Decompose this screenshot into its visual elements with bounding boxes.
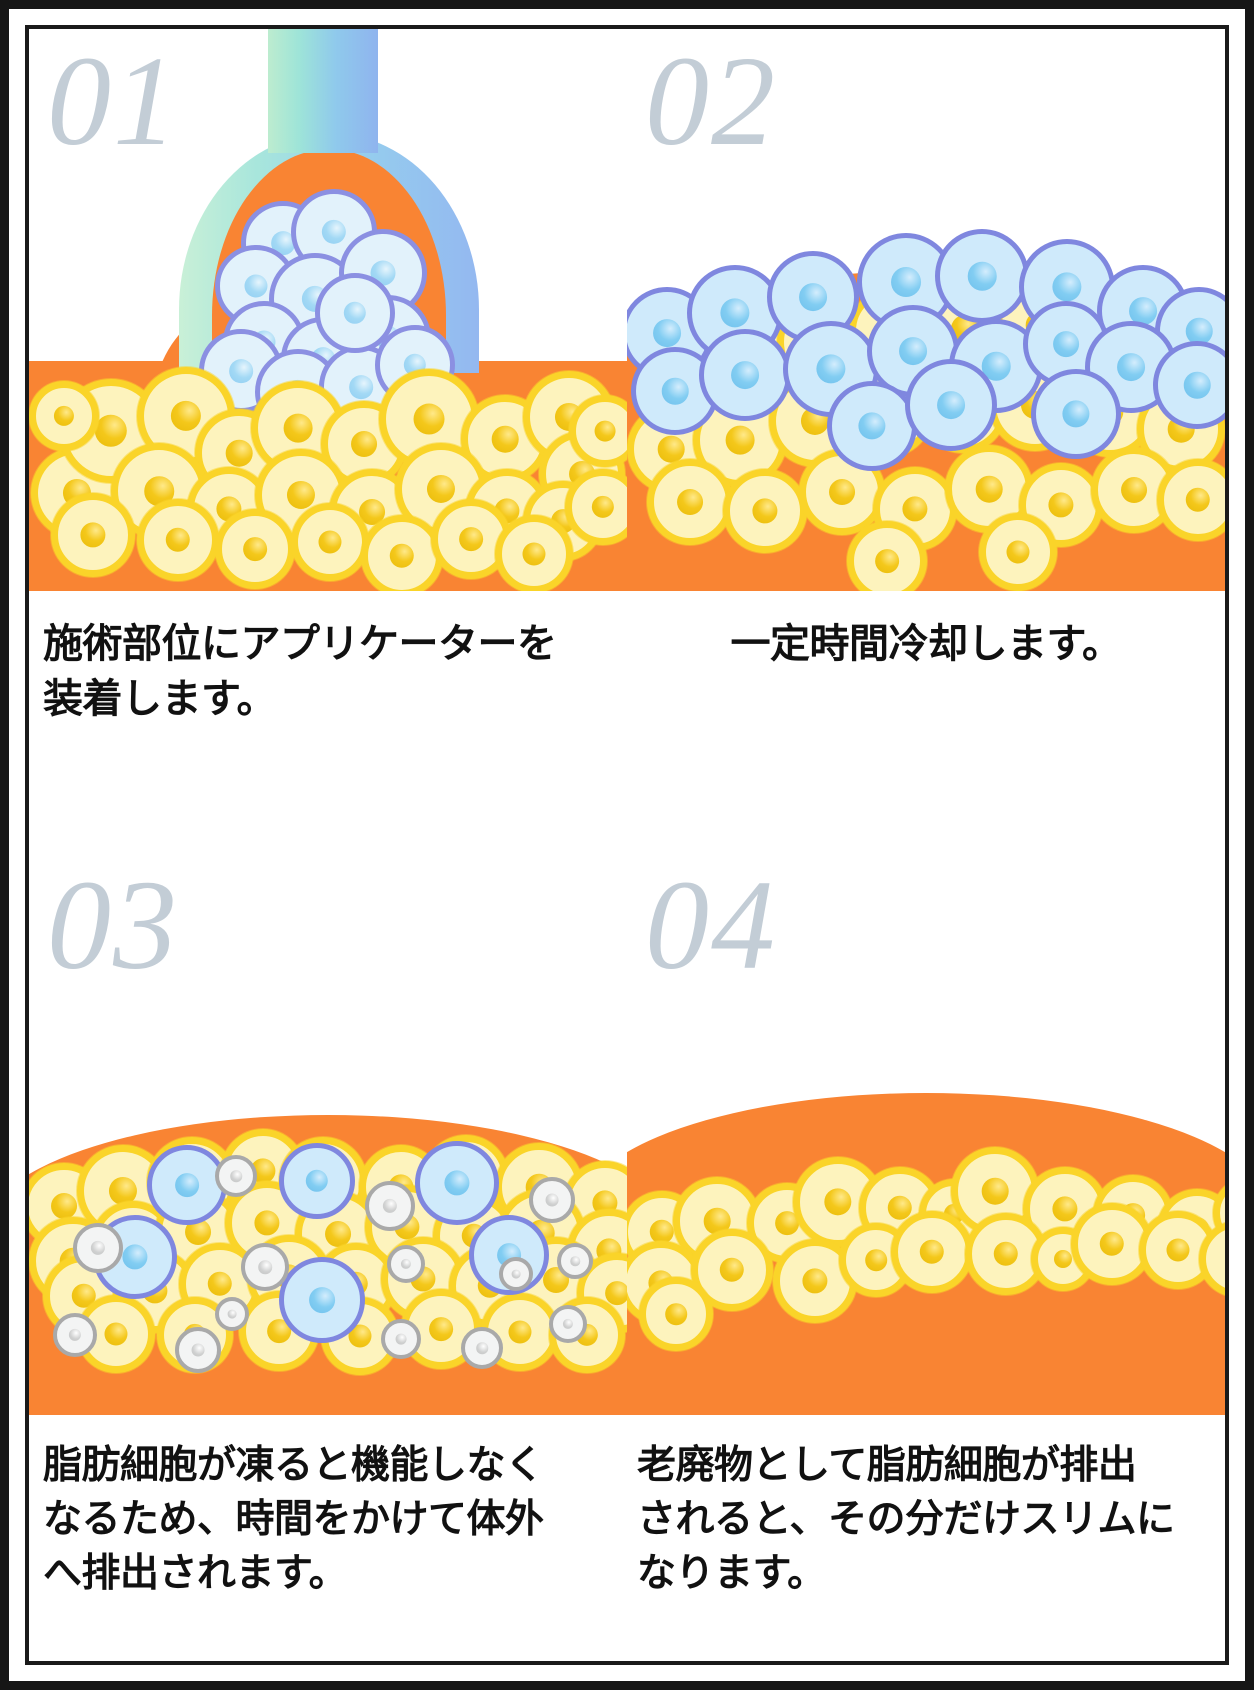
fat-cell: [51, 493, 135, 577]
step-illustration-02: 02: [627, 29, 1225, 591]
step-panel-04: 04: [627, 845, 1225, 1661]
fat-cell: [639, 1277, 713, 1351]
step-number-03: 03: [47, 854, 179, 996]
waste-particle: [175, 1327, 221, 1373]
fat-cell: [691, 1229, 773, 1311]
waste-particle: [241, 1243, 289, 1291]
step-panel-03: 03: [29, 845, 627, 1661]
fat-cell: [495, 515, 573, 591]
fat-cell: [891, 1211, 973, 1293]
step-caption-01: 施術部位にアプリケーターを 装着します。: [43, 622, 557, 722]
applicator-tube: [268, 29, 378, 153]
cooled-cell: [699, 329, 791, 421]
cooled-cell: [827, 381, 917, 471]
cooled-cell: [315, 273, 395, 353]
cooled-cells-layer: [627, 29, 1225, 591]
waste-particle: [387, 1245, 425, 1283]
waste-particle: [365, 1181, 415, 1231]
inner-frame-border: 01: [25, 25, 1229, 1665]
fat-cell: [137, 499, 219, 581]
step-panel-02: 02: [627, 29, 1225, 845]
frozen-fat-cell: [279, 1143, 355, 1219]
step-number-04: 04: [645, 854, 777, 996]
thin-fat-cell-layer: [627, 845, 1225, 1415]
steps-grid: 01: [29, 29, 1225, 1661]
waste-particles-layer: [29, 845, 627, 1415]
fat-cell: [979, 513, 1057, 591]
cooled-cell: [1031, 369, 1121, 459]
cooled-cell: [905, 359, 997, 451]
waste-particle: [529, 1177, 575, 1223]
waste-particle: [461, 1327, 503, 1369]
cooled-cell: [935, 229, 1029, 323]
step-caption-02: 一定時間冷却します。: [730, 622, 1123, 666]
fat-cell: [1019, 463, 1103, 547]
waste-particle: [549, 1305, 587, 1343]
step-number-01: 01: [47, 30, 179, 172]
waste-particle: [73, 1223, 123, 1273]
waste-particle: [499, 1257, 533, 1291]
step-illustration-03: 03: [29, 845, 627, 1415]
waste-particle: [53, 1313, 97, 1357]
waste-particle: [215, 1297, 249, 1331]
step-caption-03: 脂肪細胞が凍ると機能しなく なるため、時間をかけて体外 へ排出されます。: [43, 1444, 544, 1595]
fat-cell: [565, 469, 627, 545]
step-panel-01: 01: [29, 29, 627, 845]
frozen-fat-cell: [415, 1141, 499, 1225]
cooled-cell: [1153, 341, 1225, 429]
waste-particle: [381, 1319, 421, 1359]
fat-cell: [569, 395, 627, 467]
step-number-02: 02: [645, 30, 777, 172]
step-illustration-01: 01: [29, 29, 627, 591]
fat-cell: [215, 509, 295, 589]
waste-particle: [557, 1243, 593, 1279]
frozen-cells-layer: [29, 845, 627, 1415]
waste-particle: [215, 1155, 257, 1197]
fat-cell: [291, 503, 369, 581]
fat-cell: [29, 381, 99, 451]
fat-cell-layer: [29, 29, 627, 591]
fat-cell: [361, 515, 443, 591]
fat-cell: [847, 521, 927, 591]
frozen-fat-cell: [279, 1257, 365, 1343]
step-illustration-04: 04: [627, 845, 1225, 1415]
step-caption-04: 老廃物として脂肪細胞が排出 されると、その分だけスリムに なります。: [637, 1444, 1175, 1595]
fat-cell: [1157, 459, 1225, 541]
